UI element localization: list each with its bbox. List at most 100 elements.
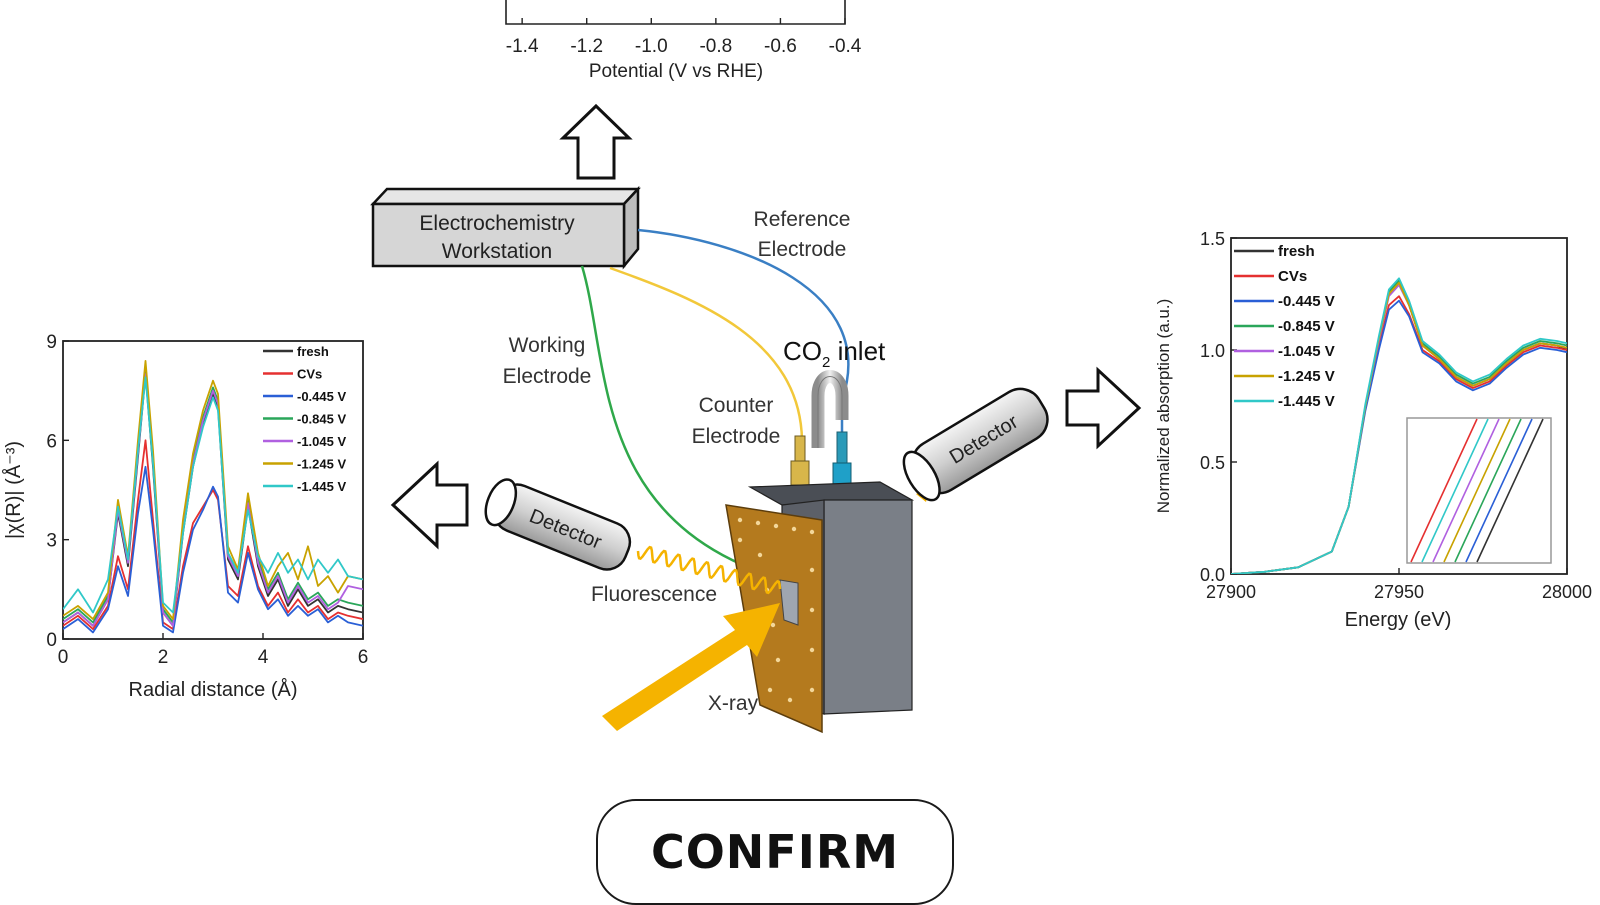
rivet (737, 517, 743, 523)
exafs-legend-label: -0.845 V (297, 412, 346, 427)
potential-chart: -1.4 -1.2 -1.0 -0.8 -0.6 -0.4 Potential (V vs… (505, 0, 862, 82)
electrochemical-cell (725, 481, 915, 734)
fluorescence-label: Fluorescence (591, 583, 717, 606)
fluorescence-wave (636, 545, 782, 595)
xanes-x-tick-label: 28000 (1542, 582, 1592, 602)
rivet (809, 567, 815, 573)
rivet (770, 622, 776, 628)
counter-label-line1: Counter (699, 394, 774, 417)
working-electrode-wire (580, 265, 779, 580)
xanes-legend-label: -1.245 V (1278, 368, 1335, 385)
exafs-legend-label: fresh (297, 344, 329, 359)
xanes-x-axis-label: Energy (eV) (1345, 609, 1452, 631)
xanes-inset-frame (1406, 417, 1552, 564)
exafs-legend-label: CVs (297, 367, 322, 382)
potential-x-tick-label: -0.4 (829, 36, 862, 57)
potential-chart-frame (505, 0, 846, 25)
rivet (787, 697, 793, 703)
xanes-y-axis-label: Normalized absorption (a.u.) (1154, 299, 1173, 513)
working-label-line2: Electrode (503, 365, 592, 388)
left-detector: Detector (484, 478, 632, 571)
right-arrow-icon (1065, 366, 1142, 450)
potential-x-tick-label: -1.0 (635, 36, 668, 57)
exafs-series-1-445-v (63, 376, 363, 614)
exafs-series-0-445-v (63, 465, 363, 634)
right-detector: Detector (902, 387, 1049, 502)
exafs-y-tick-label: 6 (46, 431, 57, 452)
xanes-legend-label: fresh (1278, 243, 1315, 260)
xanes-inset-series-0-845-v (1454, 418, 1522, 563)
workstation-front-face (371, 202, 626, 268)
exafs-y-axis-label: |χ(R)| (Å⁻³) (2, 441, 25, 539)
xanes-series-1-445-v (1231, 277, 1567, 574)
left-detector-aperture (484, 478, 518, 527)
xanes-legend-label: -1.445 V (1278, 393, 1335, 410)
rivet (809, 529, 815, 535)
exafs-legend-label: -1.045 V (297, 434, 346, 449)
reference-label-line2: Electrode (758, 238, 847, 261)
co2-inlet-pipe-outline (817, 376, 843, 448)
rivet (767, 687, 773, 693)
xanes-y-tick-label: 0.0 (1200, 565, 1225, 585)
workstation-top-face (370, 187, 641, 206)
workstation-label-line2: Workstation (442, 240, 553, 263)
exafs-y-tick-label: 3 (46, 531, 57, 552)
left-arrow-icon (390, 460, 469, 550)
potential-x-tick-label: -0.8 (699, 36, 732, 57)
rivet (809, 607, 815, 613)
exafs-x-axis-label: Radial distance (Å) (129, 678, 298, 701)
x-ray-beam (602, 603, 780, 731)
rivet (757, 552, 763, 558)
rivet (791, 526, 797, 532)
xanes-legend-label: -1.045 V (1278, 343, 1335, 360)
potential-x-axis-label: Potential (V vs RHE) (589, 61, 763, 82)
xanes-inset (1406, 417, 1552, 564)
xanes-inset-series-cvs (1410, 418, 1478, 563)
exafs-legend-label: -0.445 V (297, 389, 346, 404)
up-arrow-icon (559, 103, 633, 180)
xanes-inset-series-1-245-v (1443, 418, 1511, 563)
cell-window (779, 579, 799, 626)
electrochemistry-workstation: Electrochemistry Workstation (370, 185, 641, 270)
co2-inlet-label: CO2 inlet (783, 336, 886, 371)
xanes-legend-label: -0.845 V (1278, 318, 1335, 335)
rivet (809, 687, 815, 693)
reference-label-line1: Reference (754, 208, 851, 231)
reference-electrode-wire (637, 228, 850, 452)
exafs-series-cvs (63, 439, 363, 630)
xanes-y-tick-label: 1.5 (1200, 229, 1225, 249)
potential-x-tick-label: -0.6 (764, 36, 797, 57)
xanes-inset-series-0-445-v (1465, 418, 1533, 563)
xanes-y-tick-label: 0.5 (1200, 453, 1225, 473)
counter-electrode-wire (609, 266, 804, 458)
rivet (775, 657, 781, 663)
exafs-y-tick-label: 9 (46, 332, 57, 353)
confirm-button[interactable]: CONFIRM (596, 799, 954, 905)
xanes-y-tick-label: 1.0 (1200, 341, 1225, 361)
potential-x-tick-label: -1.2 (570, 36, 603, 57)
exafs-x-tick-label: 0 (58, 647, 69, 668)
exafs-x-tick-label: 6 (358, 647, 369, 668)
exafs-y-tick-label: 0 (46, 630, 57, 651)
cell-body-face (823, 499, 913, 715)
exafs-x-tick-label: 4 (258, 647, 269, 668)
x-ray-label: X-ray (708, 692, 759, 715)
exafs-legend-label: -1.245 V (297, 457, 346, 472)
xanes-legend-label: CVs (1278, 268, 1307, 285)
xanes-legend-label: -0.445 V (1278, 293, 1335, 310)
exafs-x-tick-label: 2 (158, 647, 169, 668)
counter-electrode-post (794, 435, 806, 463)
reference-electrode-post (836, 431, 848, 465)
counter-electrode-cap (790, 460, 810, 486)
xanes-inset-series-fresh (1476, 418, 1544, 563)
rivet (773, 523, 779, 529)
rivet (737, 537, 743, 543)
workstation-label-line1: Electrochemistry (419, 212, 575, 235)
potential-x-tick-label: -1.4 (506, 36, 539, 57)
xanes-inset-series-1-045-v (1432, 418, 1500, 563)
working-label-line1: Working (509, 334, 586, 357)
cell-rivets (737, 517, 815, 703)
